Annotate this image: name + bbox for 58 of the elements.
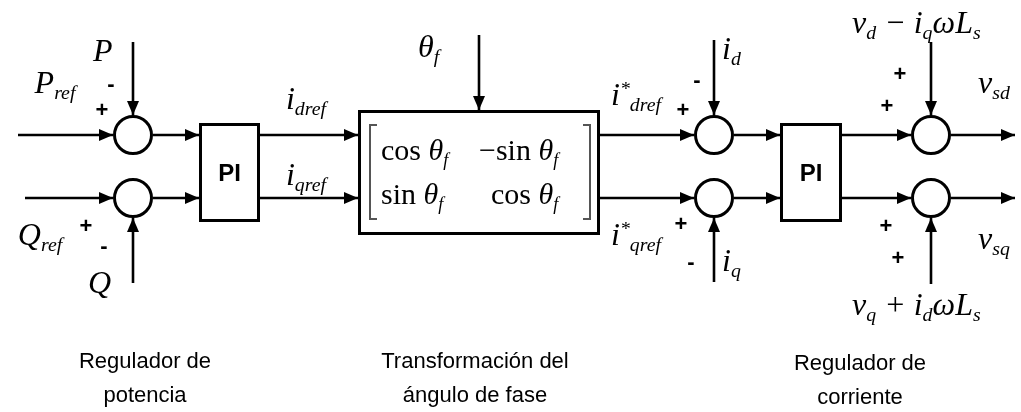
block-label: PI bbox=[799, 158, 823, 187]
summing-junction bbox=[911, 178, 951, 218]
arrow bbox=[925, 218, 937, 284]
arrow bbox=[260, 192, 358, 204]
block-label: PI bbox=[218, 158, 241, 187]
signal-label: i$_{q}$ bbox=[722, 240, 766, 288]
matrix-entry: sin θ$_{f}$ bbox=[381, 179, 444, 214]
signal-label: Q bbox=[88, 262, 120, 296]
summing-junction bbox=[694, 115, 734, 155]
matrix-entry: cos θ$_{f}$ bbox=[491, 179, 559, 214]
controller-block bbox=[199, 123, 260, 222]
caption-text: Regulador de corriente bbox=[792, 348, 928, 411]
arrow bbox=[734, 129, 780, 141]
sign-label: + bbox=[891, 247, 905, 269]
arrow bbox=[153, 129, 199, 141]
signal-label: v$_{d}$ − i$_{q}$ωL$_{s}$ bbox=[852, 2, 1018, 42]
signal-label: θ$_{f}$ bbox=[418, 26, 470, 72]
summing-junction bbox=[113, 178, 153, 218]
sign-label: + bbox=[674, 213, 688, 235]
arrow bbox=[951, 129, 1015, 141]
summing-junction bbox=[694, 178, 734, 218]
arrow bbox=[127, 42, 139, 115]
transform-block bbox=[358, 110, 600, 235]
sign-label: - bbox=[687, 251, 695, 273]
caption-text: Transformación del ángulo de fase bbox=[380, 346, 570, 409]
summing-junction bbox=[113, 115, 153, 155]
caption-text: Regulador de potencia bbox=[77, 346, 213, 409]
sign-label: + bbox=[79, 215, 93, 237]
arrow bbox=[600, 192, 694, 204]
matrix-entry: −sin θ$_{f}$ bbox=[479, 135, 559, 170]
summing-junction bbox=[911, 115, 951, 155]
arrow bbox=[127, 218, 139, 283]
sign-label: - bbox=[100, 235, 108, 257]
arrow bbox=[260, 129, 358, 141]
arrow bbox=[842, 129, 911, 141]
signal-label: P bbox=[93, 30, 123, 64]
arrow bbox=[842, 192, 911, 204]
arrow bbox=[18, 129, 113, 141]
sign-label: + bbox=[880, 95, 894, 117]
matrix-entry: cos θ$_{f}$ bbox=[381, 135, 449, 170]
sign-label: + bbox=[95, 99, 109, 121]
sign-label: - bbox=[693, 69, 701, 91]
arrow bbox=[734, 192, 780, 204]
sign-label: + bbox=[879, 215, 893, 237]
arrow bbox=[708, 218, 720, 282]
arrow bbox=[153, 192, 199, 204]
signal-label: v$_{q}$ + i$_{d}$ωL$_{s}$ bbox=[852, 284, 1018, 324]
arrow bbox=[708, 40, 720, 115]
arrow bbox=[600, 129, 694, 141]
arrow bbox=[925, 42, 937, 115]
signal-label: i$_{d}$ bbox=[722, 28, 766, 76]
sign-label: + bbox=[893, 63, 907, 85]
arrow bbox=[25, 192, 113, 204]
sign-label: + bbox=[676, 99, 690, 121]
sign-label: - bbox=[107, 73, 115, 95]
arrow bbox=[473, 35, 485, 110]
arrow bbox=[951, 192, 1015, 204]
controller-block bbox=[780, 123, 842, 222]
